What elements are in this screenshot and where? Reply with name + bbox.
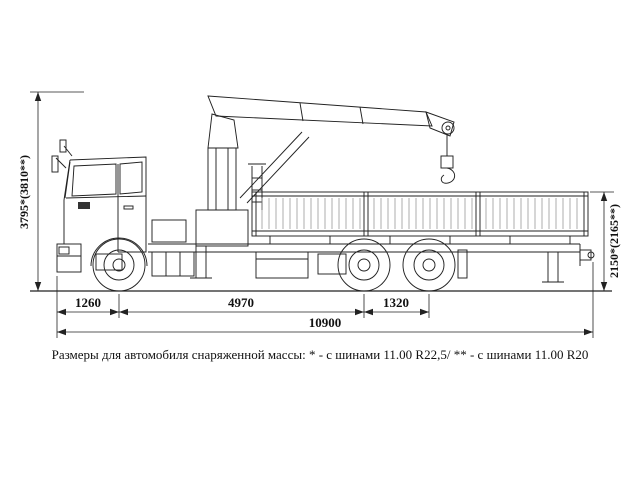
dim-rear-bogie: 1320 — [364, 295, 429, 316]
front-wheel — [92, 238, 146, 292]
loader-crane — [190, 95, 456, 279]
dim-wheelbase-label: 4970 — [228, 295, 254, 310]
cargo-bed — [251, 191, 589, 244]
dim-front-overhang-label: 1260 — [75, 295, 101, 310]
dim-overall-length: 10900 — [57, 315, 593, 336]
truck-cab — [51, 139, 148, 273]
dim-body-height-label: 2150*(2165**) — [607, 204, 621, 278]
drawing-caption: Размеры для автомобиля снаряженной массы… — [52, 347, 589, 362]
dim-overall-height-label: 3795*(3810**) — [17, 155, 31, 229]
dim-wheelbase: 4970 — [119, 295, 364, 316]
dim-front-overhang: 1260 — [57, 295, 119, 316]
rear-wheels — [337, 238, 456, 292]
dim-overall-length-label: 10900 — [309, 315, 342, 330]
crane-hook — [440, 134, 456, 184]
dim-overall-height: 3795*(3810**) — [17, 91, 84, 291]
chassis — [148, 219, 595, 283]
dim-rear-bogie-label: 1320 — [383, 295, 409, 310]
dim-body-height: 2150*(2165**) — [590, 191, 621, 291]
